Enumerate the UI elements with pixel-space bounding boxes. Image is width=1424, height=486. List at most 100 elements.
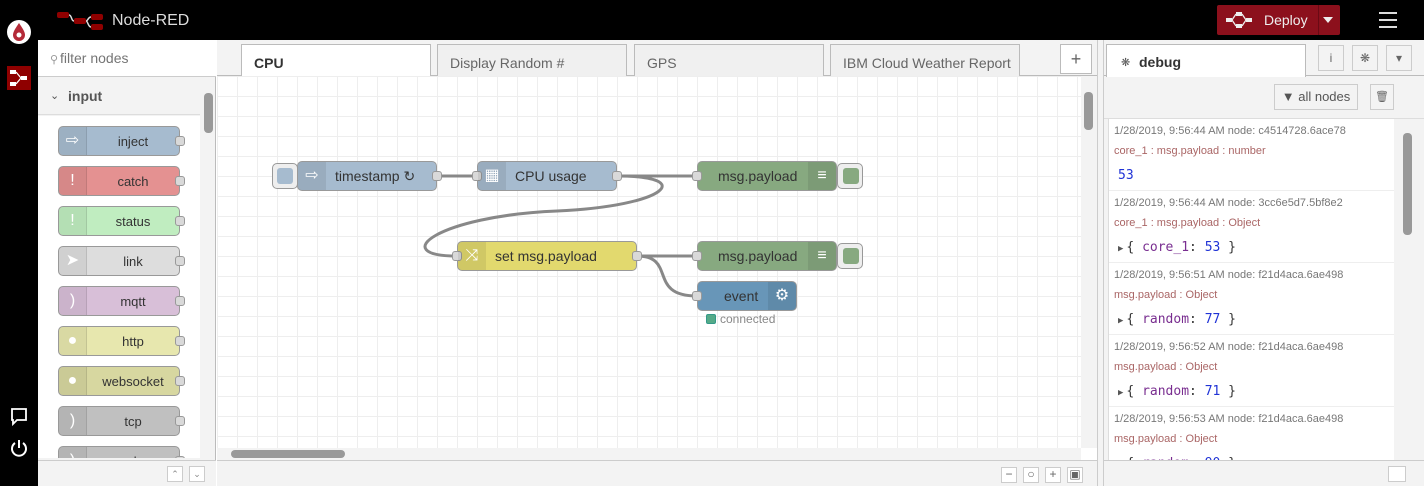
palette-node-link[interactable]: ➤ link [58,246,185,276]
caret-right-icon: ▶ [1118,388,1124,398]
value-number: 71 [1204,384,1221,399]
debug-value[interactable]: ▶{ random: 71 } [1118,384,1237,399]
drop-logo-icon[interactable] [5,18,33,46]
palette-node-mqtt[interactable]: ) mqtt [58,286,185,316]
canvas-horizontal-scrollbar[interactable] [217,448,1081,460]
deploy-dropdown-caret-icon[interactable] [1323,17,1333,23]
chevron-down-icon[interactable]: ▾ [1386,45,1412,71]
sidebar-tab-label: debug [1139,54,1181,70]
wire [636,254,698,298]
filter-nodes-input[interactable] [60,48,210,68]
palette-category-input[interactable]: ⌄ input [38,77,200,115]
deploy-button[interactable]: Deploy [1217,5,1340,35]
navigator-icon[interactable]: ▣ [1067,467,1083,483]
output-port [175,136,185,146]
flows-nav-icon[interactable] [5,64,33,92]
flow-node-timestamp[interactable]: ⇨ timestamp ↻ [297,161,442,191]
palette-node-label: udp [87,454,179,458]
inject-trigger-button[interactable] [272,163,298,189]
scrollbar-thumb[interactable] [204,93,213,133]
wires-layer [423,174,698,298]
add-flow-button[interactable]: + [1060,44,1092,74]
palette-node-label: tcp [124,414,142,429]
palette-node-label: status [115,214,151,229]
output-port[interactable] [612,171,622,181]
arrow-in-icon: ⇨ [298,162,326,190]
bug-icon[interactable]: ❋ [1352,45,1378,71]
debug-topic: core_1 : msg.payload : Object [1114,217,1261,229]
zoom-reset-icon[interactable]: ○ [1023,467,1039,483]
flow-node-cpu-usage[interactable]: ▦ CPU usage [472,161,622,191]
workspace: CPU Display Random # GPS IBM Cloud Weath… [217,40,1097,486]
input-port[interactable] [692,171,702,181]
palette-node-label: inject [117,134,149,149]
gear-icon: ⚙ [768,282,796,310]
info-icon[interactable]: i [1318,45,1344,71]
palette-node-catch[interactable]: ! catch [58,166,185,196]
palette-node-http[interactable]: ● http [58,326,185,356]
scrollbar-thumb[interactable] [1403,133,1412,235]
debug-value[interactable]: ▶{ core_1: 53 } [1118,240,1237,255]
zoom-in-icon[interactable]: + [1045,467,1061,483]
power-icon[interactable] [5,434,33,462]
debug-message[interactable]: 1/28/2019, 9:56:53 AM node: f21d4aca.6ae… [1109,407,1394,460]
flow-node-debug-2[interactable]: msg.payload ≡ [692,241,837,271]
output-port[interactable] [432,171,442,181]
input-port[interactable] [472,171,482,181]
debug-message[interactable]: 1/28/2019, 9:56:52 AM node: f21d4aca.6ae… [1109,335,1394,407]
open-window-icon[interactable] [1388,466,1406,482]
input-port[interactable] [692,291,702,301]
status-connected-icon [706,314,716,324]
input-port[interactable] [452,251,462,261]
main-menu-icon[interactable] [1379,12,1397,28]
flow-canvas[interactable]: ⇨ timestamp ↻ ▦ CPU usage msg.payload ≡ … [217,76,1081,448]
tab-gps[interactable]: GPS [634,44,824,76]
scrollbar-thumb[interactable] [1084,92,1093,130]
canvas-vertical-scrollbar[interactable] [1081,76,1097,448]
palette-node-label: websocket [102,374,164,389]
comment-icon[interactable] [5,402,33,430]
debug-topic: msg.payload : Object [1114,361,1218,373]
node-label: CPU usage [515,168,587,184]
debug-value: 53 [1118,168,1134,183]
debug-scrollbar[interactable] [1400,119,1416,460]
debug-value[interactable]: ▶{ random: 90 } [1118,456,1236,460]
debug-message[interactable]: 1/28/2019, 9:56:44 AM node: 3cc6e5d7.5bf… [1109,191,1394,263]
palette-node-websocket[interactable]: ● websocket [58,366,185,396]
input-port[interactable] [692,251,702,261]
debug-topic: msg.payload : Object [1114,289,1218,301]
debug-toggle-button[interactable] [837,163,863,189]
palette-node-status[interactable]: ! status [58,206,185,236]
expand-all-icon[interactable]: ⌃ [167,466,183,482]
palette-node-tcp[interactable]: ) tcp [58,406,185,436]
flow-node-event[interactable]: event ⚙ [692,281,797,311]
node-label: event [724,288,759,304]
value-number: 53 [1118,168,1134,183]
tab-display-random[interactable]: Display Random # [437,44,627,76]
exclamation-icon: ! [59,167,87,195]
sidebar: ❋ debug i ❋ ▾ ▼ all nodes 🗑 1/28/2019, 9… [1104,40,1424,486]
debug-value[interactable]: ▶{ random: 77 } [1118,312,1237,327]
debug-message[interactable]: 1/28/2019, 9:56:44 AM node: c4514728.6ac… [1109,119,1394,191]
globe-icon: ● [59,327,87,355]
zoom-out-icon[interactable]: − [1001,467,1017,483]
output-port[interactable] [632,251,642,261]
collapse-all-icon[interactable]: ⌄ [189,466,205,482]
palette-node-inject[interactable]: ⇨ inject [58,126,185,156]
palette-node-udp[interactable]: ) udp [58,446,185,458]
debug-toggle-button[interactable] [837,243,863,269]
filter-icon: ▼ [1281,89,1299,104]
palette-node-label: link [123,254,143,269]
clear-debug-icon[interactable]: 🗑 [1370,84,1394,110]
tab-cpu[interactable]: CPU [241,44,431,77]
scrollbar-thumb[interactable] [231,450,345,458]
flow-node-change[interactable]: ⤨ set msg.payload [452,241,642,271]
tab-ibm-cloud-weather[interactable]: IBM Cloud Weather Report [830,44,1020,76]
node-red-logo-icon [57,12,103,30]
tab-debug[interactable]: ❋ debug [1106,44,1306,77]
palette-scrollbar[interactable] [202,77,215,460]
debug-message[interactable]: 1/28/2019, 9:56:51 AM node: f21d4aca.6ae… [1109,263,1394,335]
flow-node-debug-1[interactable]: msg.payload ≡ [692,161,837,191]
sidebar-splitter[interactable] [1097,40,1104,486]
debug-filter-button[interactable]: ▼ all nodes [1274,84,1358,110]
